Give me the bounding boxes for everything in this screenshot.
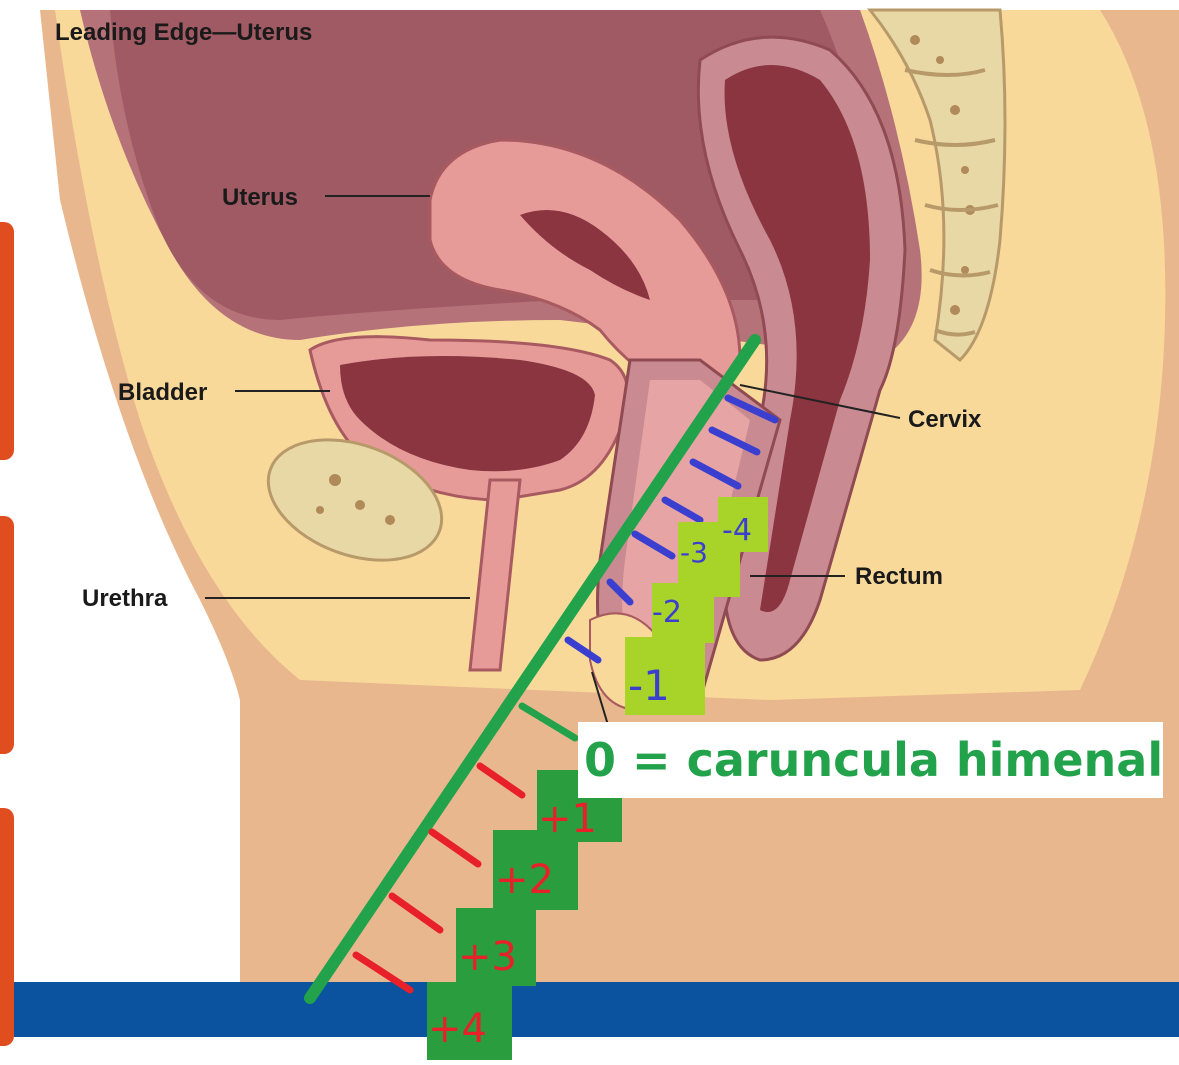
floor-band bbox=[14, 982, 1179, 1037]
zero-station-label: 0 = caruncula himenal bbox=[578, 722, 1163, 798]
station-label-minus1: -1 bbox=[628, 661, 670, 710]
station-label-plus1: +1 bbox=[538, 796, 597, 842]
station-label-plus3: +3 bbox=[458, 934, 517, 980]
station-label-minus3: -3 bbox=[680, 536, 708, 569]
station-label-minus4: -4 bbox=[722, 513, 752, 548]
label-rectum: Rectum bbox=[855, 563, 943, 590]
label-urethra: Urethra bbox=[82, 585, 168, 612]
label-bladder: Bladder bbox=[118, 379, 207, 406]
label-cervix: Cervix bbox=[908, 406, 982, 433]
station-label-plus4: +4 bbox=[428, 1006, 487, 1052]
station-label-plus2: +2 bbox=[495, 857, 554, 903]
station-label-minus2: -2 bbox=[652, 595, 682, 630]
diagram-title: Leading Edge—Uterus bbox=[55, 19, 312, 46]
label-uterus: Uterus bbox=[222, 184, 298, 211]
